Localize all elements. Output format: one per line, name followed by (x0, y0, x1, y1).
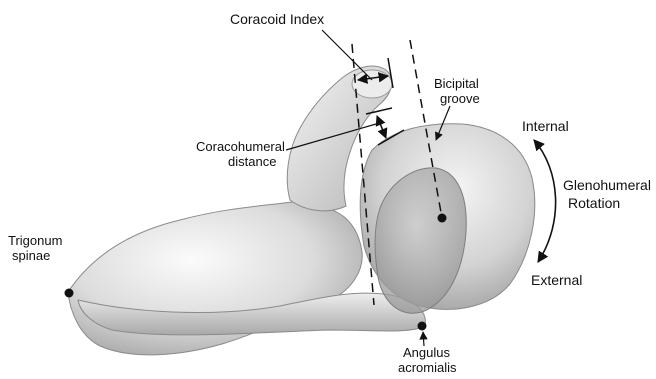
rotation-arrow (534, 140, 556, 262)
glenohumeral-label-line2: Rotation (568, 195, 620, 211)
humeral-head-center-point (438, 214, 447, 223)
bicipital-groove-label-line1: Bicipital (434, 76, 479, 91)
angulus-label-line1: Angulus (403, 345, 450, 360)
bicipital-groove-label-line2: groove (440, 91, 480, 106)
trigonum-label-line1: Trigonum (8, 233, 62, 248)
angulus-label-line2: acromialis (398, 360, 457, 375)
internal-label: Internal (522, 118, 569, 134)
coracoid-tip (352, 70, 392, 98)
trigonum-spinae-point (65, 289, 74, 298)
glenohumeral-label-line1: Glenohumeral (563, 177, 651, 193)
coracohumeral-label-line1: Coracohumeral (196, 139, 285, 154)
external-label: External (531, 272, 582, 288)
coracohumeral-label-line2: distance (228, 154, 276, 169)
angulus-acromialis-point (418, 322, 427, 331)
coracoid-index-leader (322, 30, 372, 80)
trigonum-label-line2: spinae (12, 248, 50, 263)
coracoid-index-label: Coracoid Index (230, 11, 324, 27)
angulus-leader (423, 332, 424, 346)
coracohumeral-measure (377, 116, 386, 138)
